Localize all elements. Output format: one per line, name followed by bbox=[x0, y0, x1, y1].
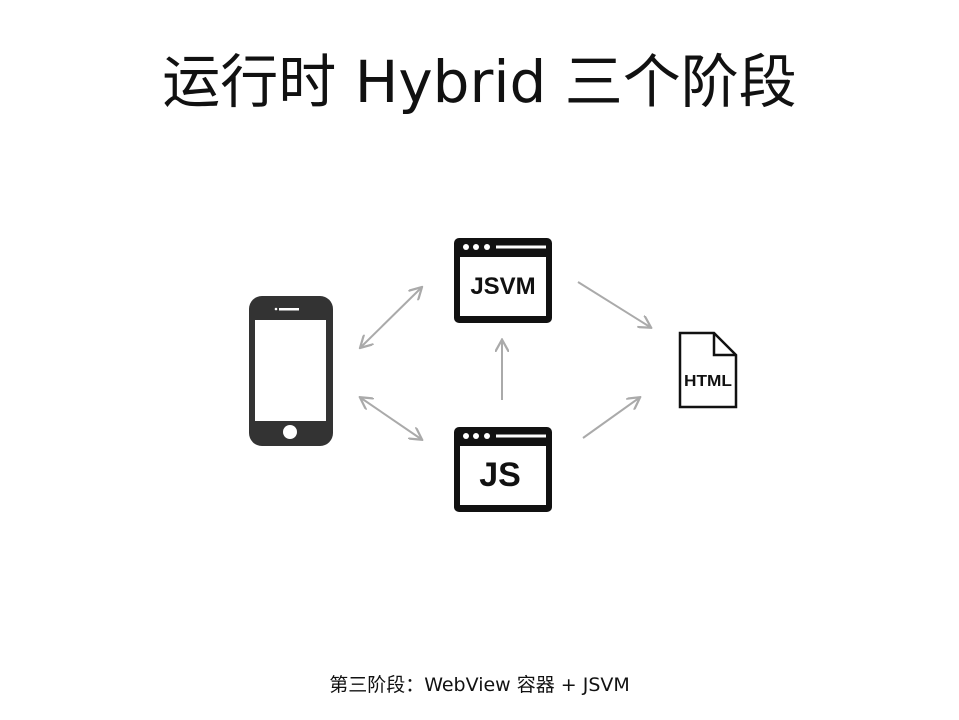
js-window-icon: JS bbox=[454, 427, 552, 512]
html-label: HTML bbox=[684, 373, 732, 390]
slide-caption: 第三阶段：WebView 容器 + JSVM bbox=[329, 674, 630, 696]
js-label: JS bbox=[479, 456, 521, 494]
arrow-jsvm-html bbox=[577, 281, 650, 327]
arrow-phone-js bbox=[361, 398, 421, 439]
arrow-phone-jsvm bbox=[361, 288, 421, 347]
mobile-phone-icon bbox=[249, 296, 333, 446]
arrow-js-html bbox=[582, 398, 639, 439]
html-document-icon: HTML bbox=[678, 331, 738, 409]
jsvm-window-icon: JSVM bbox=[454, 238, 552, 323]
slide-title: 运行时 Hybrid 三个阶段 bbox=[162, 48, 797, 116]
jsvm-label: JSVM bbox=[470, 273, 535, 300]
